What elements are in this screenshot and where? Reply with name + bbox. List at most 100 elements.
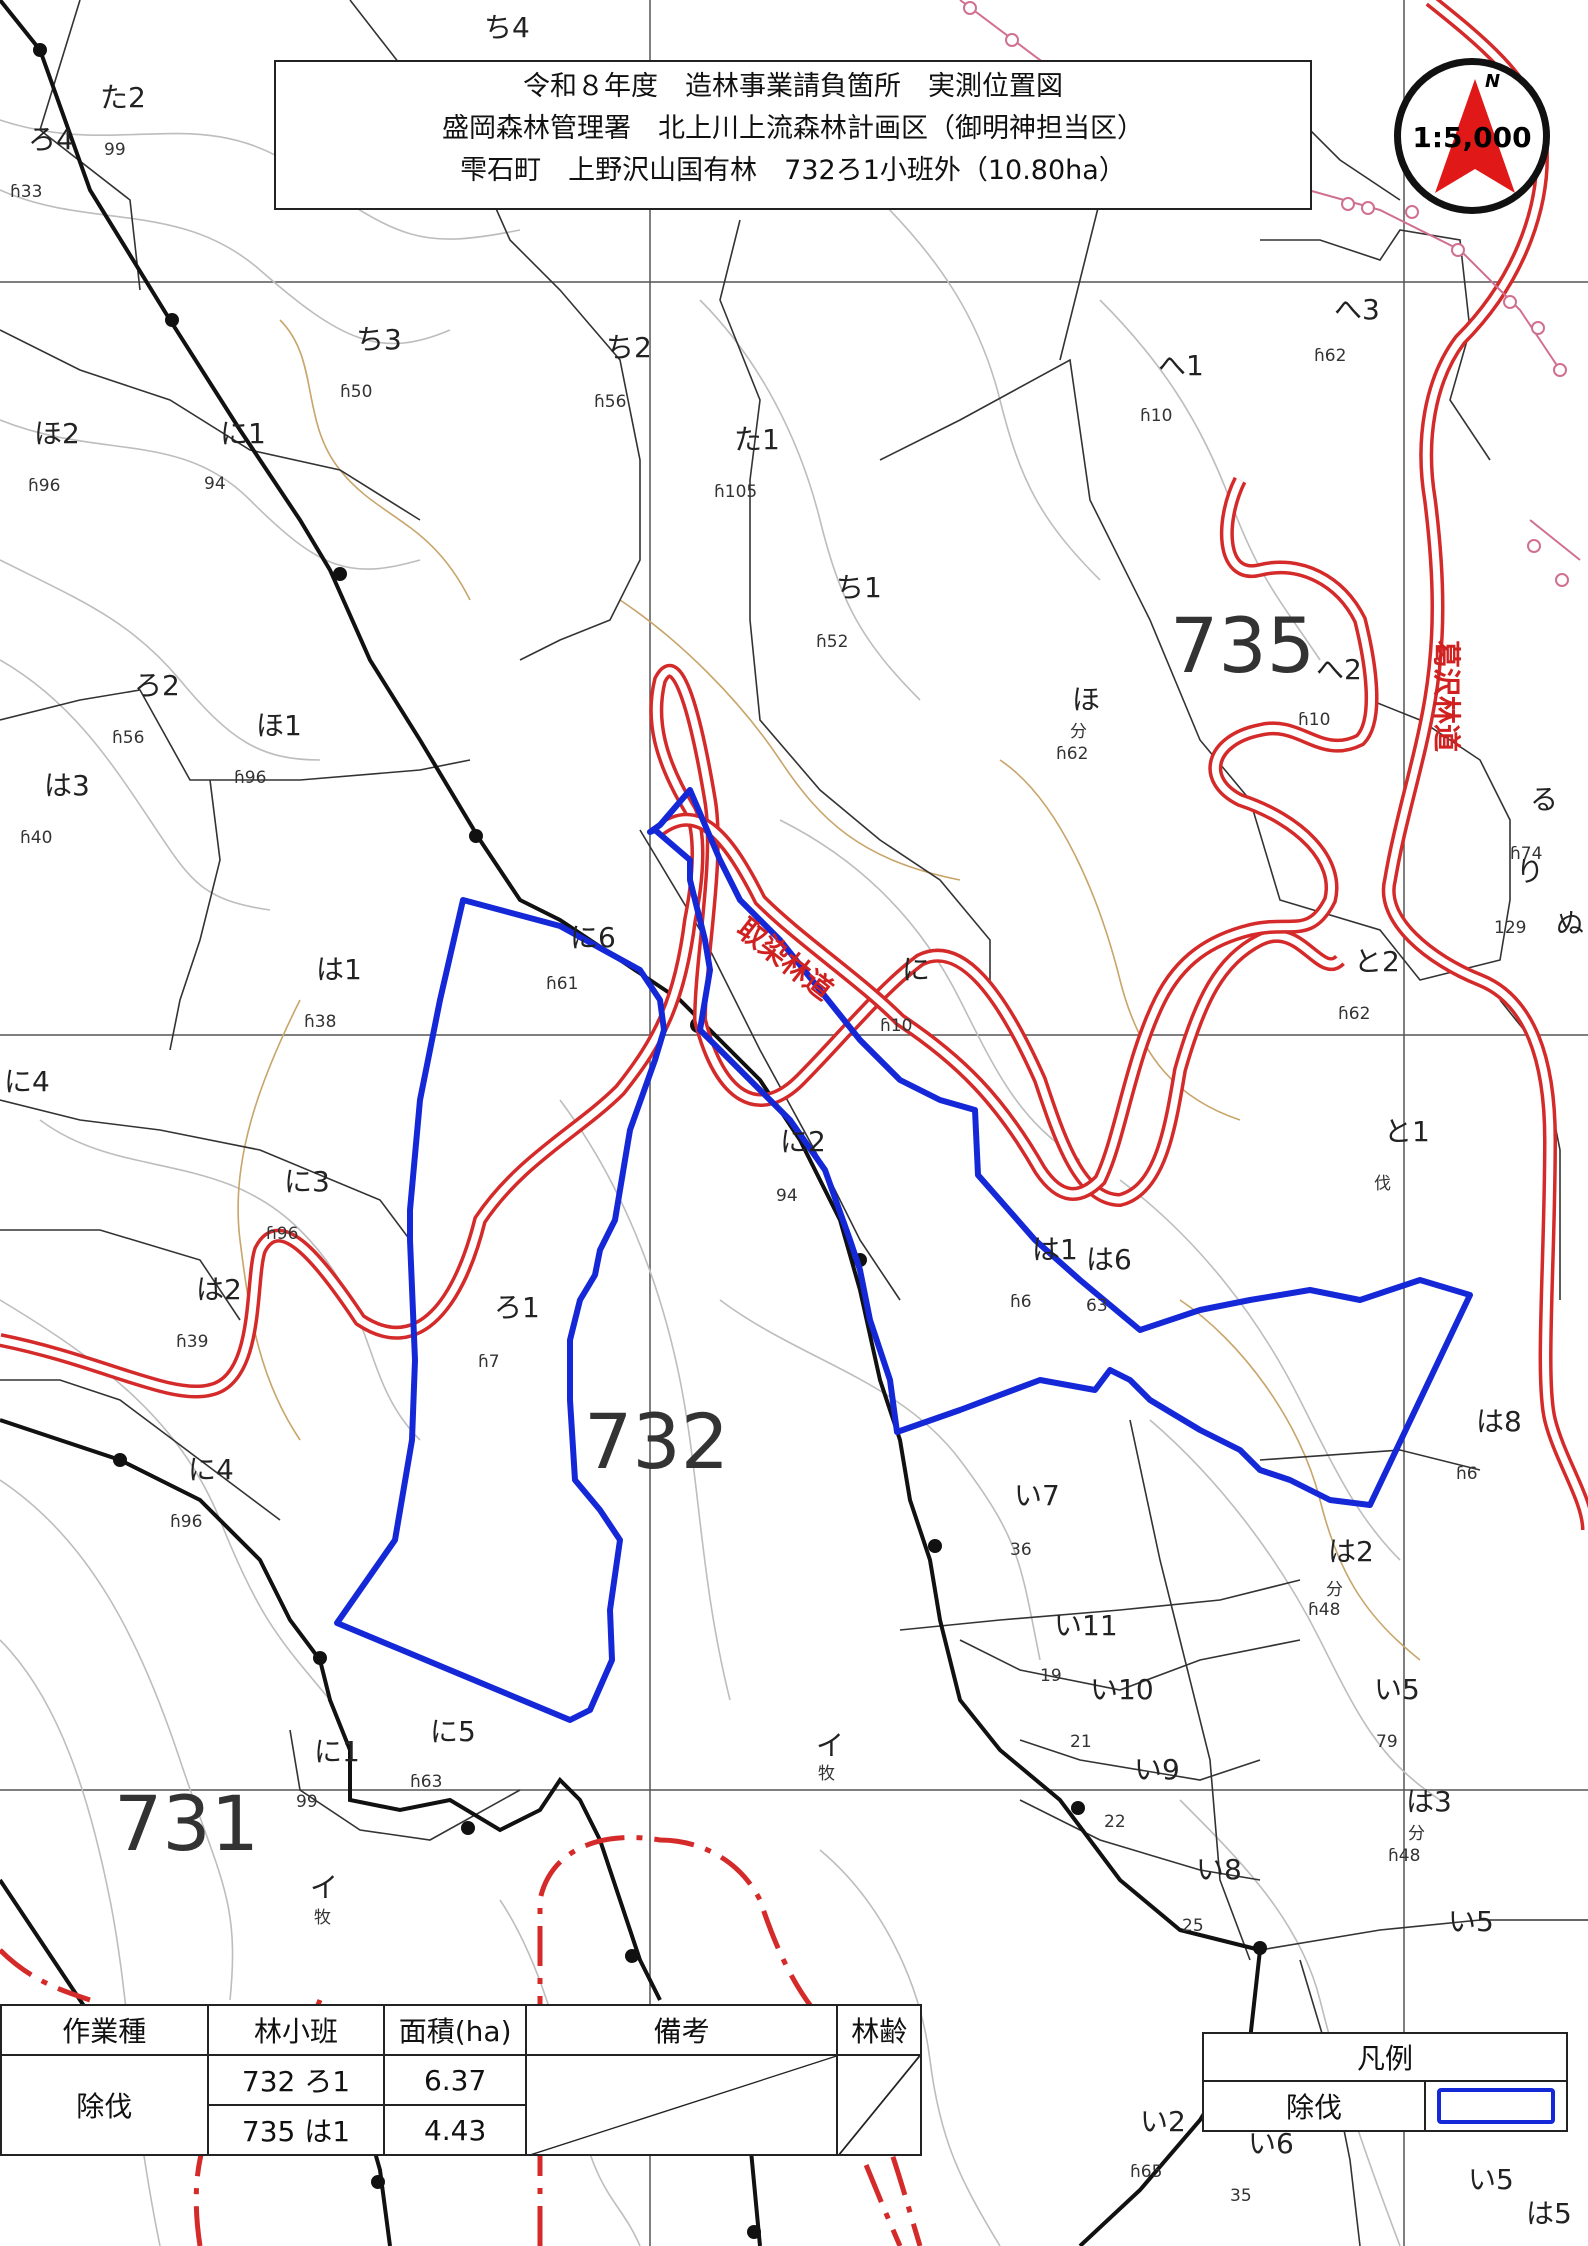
- map-label: ɦ63: [410, 1772, 443, 1792]
- map-label: に4: [188, 1453, 234, 1486]
- work-boundary-732ro1: [334, 897, 667, 1723]
- compartment-number-732: 732: [584, 1397, 730, 1486]
- legend: 凡例 除伐: [1202, 2032, 1568, 2132]
- map-label: 伐: [1374, 1174, 1391, 1194]
- map-label: ɦ10: [880, 1016, 913, 1036]
- map-label: 分: [1326, 1580, 1343, 1600]
- map-label: ɦ96: [28, 476, 61, 496]
- map-label: 35: [1230, 2186, 1252, 2206]
- map-label: ɦ50: [340, 382, 373, 402]
- map-label: ɦ52: [816, 632, 849, 652]
- map-label: に3: [284, 1165, 330, 1198]
- map-label: ろ4: [28, 123, 74, 156]
- map-label: ɦ56: [112, 728, 145, 748]
- blue-boundary-swatch: [1437, 2088, 1555, 2124]
- title-box: 令和８年度 造林事業請負箇所 実測位置図 盛岡森林管理署 北上川上流森林計画区（…: [274, 60, 1312, 210]
- map-label: は1: [316, 953, 362, 986]
- map-label: る: [1530, 783, 1559, 816]
- map-label: に2: [780, 1125, 826, 1158]
- map-label: た1: [734, 423, 780, 456]
- map-label: へ3: [1334, 293, 1380, 326]
- map-label: ɦ62: [1338, 1004, 1371, 1024]
- map-label: い10: [1090, 1673, 1154, 1706]
- map-label: り: [1516, 855, 1545, 888]
- map-label: い8: [1196, 1853, 1242, 1886]
- map-label: ほ2: [34, 417, 80, 450]
- map-label: ɦ6: [1456, 1464, 1478, 1484]
- map-label: た2: [100, 81, 146, 114]
- map-label: は8: [1476, 1405, 1522, 1438]
- map-label: 99: [104, 140, 126, 160]
- map-label: ɦ105: [714, 482, 758, 502]
- area-cell: 6.37: [383, 2054, 527, 2106]
- stand-cell: 732 ろ1: [206, 2054, 386, 2106]
- map-label: は2: [1328, 1535, 1374, 1568]
- map-label: ほ: [1072, 683, 1101, 716]
- table-header: 面積(ha): [383, 2004, 527, 2056]
- legend-title: 凡例: [1202, 2032, 1568, 2082]
- map-label: イ: [310, 1871, 339, 1904]
- legend-item-label: 除伐: [1202, 2080, 1426, 2132]
- map-label: ɦ96: [170, 1512, 203, 1532]
- map-label: 99: [296, 1792, 318, 1812]
- map-label: に6: [570, 921, 616, 954]
- contour-lines: [0, 119, 1441, 2246]
- map-label: 分: [1070, 722, 1087, 742]
- map-label: ɦ96: [266, 1224, 299, 1244]
- north-arrow-icon: [1435, 79, 1515, 193]
- map-label: ち4: [484, 11, 530, 44]
- map-label: 25: [1182, 1916, 1204, 1936]
- title-line-3: 雫石町 上野沢山国有林 732ろ1小班外（10.80ha）: [460, 155, 1126, 186]
- map-label: は3: [1406, 1785, 1452, 1818]
- map-label: ɦ62: [1314, 346, 1347, 366]
- map-label: に1: [220, 417, 266, 450]
- map-label: 129: [1494, 918, 1527, 938]
- map-label: ɦ62: [1056, 744, 1089, 764]
- map-label: ɦ33: [10, 182, 43, 202]
- map-label: へ2: [1316, 653, 1362, 686]
- table-header: 作業種: [0, 2004, 209, 2056]
- map-label: 79: [1376, 1732, 1398, 1752]
- legend-swatch: [1424, 2080, 1568, 2132]
- map-label: い11: [1054, 1609, 1118, 1642]
- map-label: ɦ48: [1388, 1846, 1421, 1866]
- scale-ratio: 1:5,000: [1412, 121, 1532, 154]
- map-label: い5: [1448, 1905, 1494, 1938]
- map-label: ぬ: [1556, 907, 1585, 940]
- map-label: い6: [1248, 2127, 1294, 2160]
- map-label: 19: [1040, 1666, 1062, 1686]
- map-label: い7: [1014, 1479, 1060, 1512]
- compartment-number-735: 735: [1170, 601, 1316, 690]
- map-label: ほ1: [256, 709, 302, 742]
- map-label: ɦ10: [1140, 406, 1173, 426]
- map-label: ろ2: [134, 669, 180, 702]
- map-label: ɦ61: [546, 974, 579, 994]
- table-header: 林小班: [206, 2004, 386, 2056]
- map-label: ɦ56: [594, 392, 627, 412]
- map-label: 94: [204, 474, 226, 494]
- map-label: と1: [1384, 1115, 1430, 1148]
- map-label: ち2: [606, 331, 652, 364]
- map-label: ろ1: [494, 1291, 540, 1324]
- map-label: い2: [1140, 2105, 1186, 2138]
- map-label: 牧: [314, 1908, 331, 1928]
- area-cell: 4.43: [383, 2104, 527, 2156]
- map-label: に: [902, 953, 931, 986]
- stand-cell: 735 は1: [206, 2104, 386, 2156]
- work-table: 作業種 林小班 面積(ha) 備考 林齢 除伐 732 ろ1 6.37 735 …: [0, 2004, 922, 2156]
- work-type-cell: 除伐: [0, 2054, 209, 2156]
- map-label: ɦ7: [478, 1352, 500, 1372]
- map-label: イ: [816, 1729, 845, 1762]
- map-label: は6: [1086, 1243, 1132, 1276]
- map-label: 22: [1104, 1812, 1126, 1832]
- compartment-number-731: 731: [114, 1779, 260, 1868]
- map-label: ɦ48: [1308, 1600, 1341, 1620]
- compartment-boundary: [0, 0, 1262, 2246]
- map-label: 36: [1010, 1540, 1032, 1560]
- title-line-2: 盛岡森林管理署 北上川上流森林計画区（御明神担当区）: [442, 113, 1144, 144]
- map-label: い9: [1134, 1753, 1180, 1786]
- map-label: ɦ10: [1298, 710, 1331, 730]
- map-label: い5: [1468, 2163, 1514, 2196]
- age-cell: [836, 2054, 922, 2156]
